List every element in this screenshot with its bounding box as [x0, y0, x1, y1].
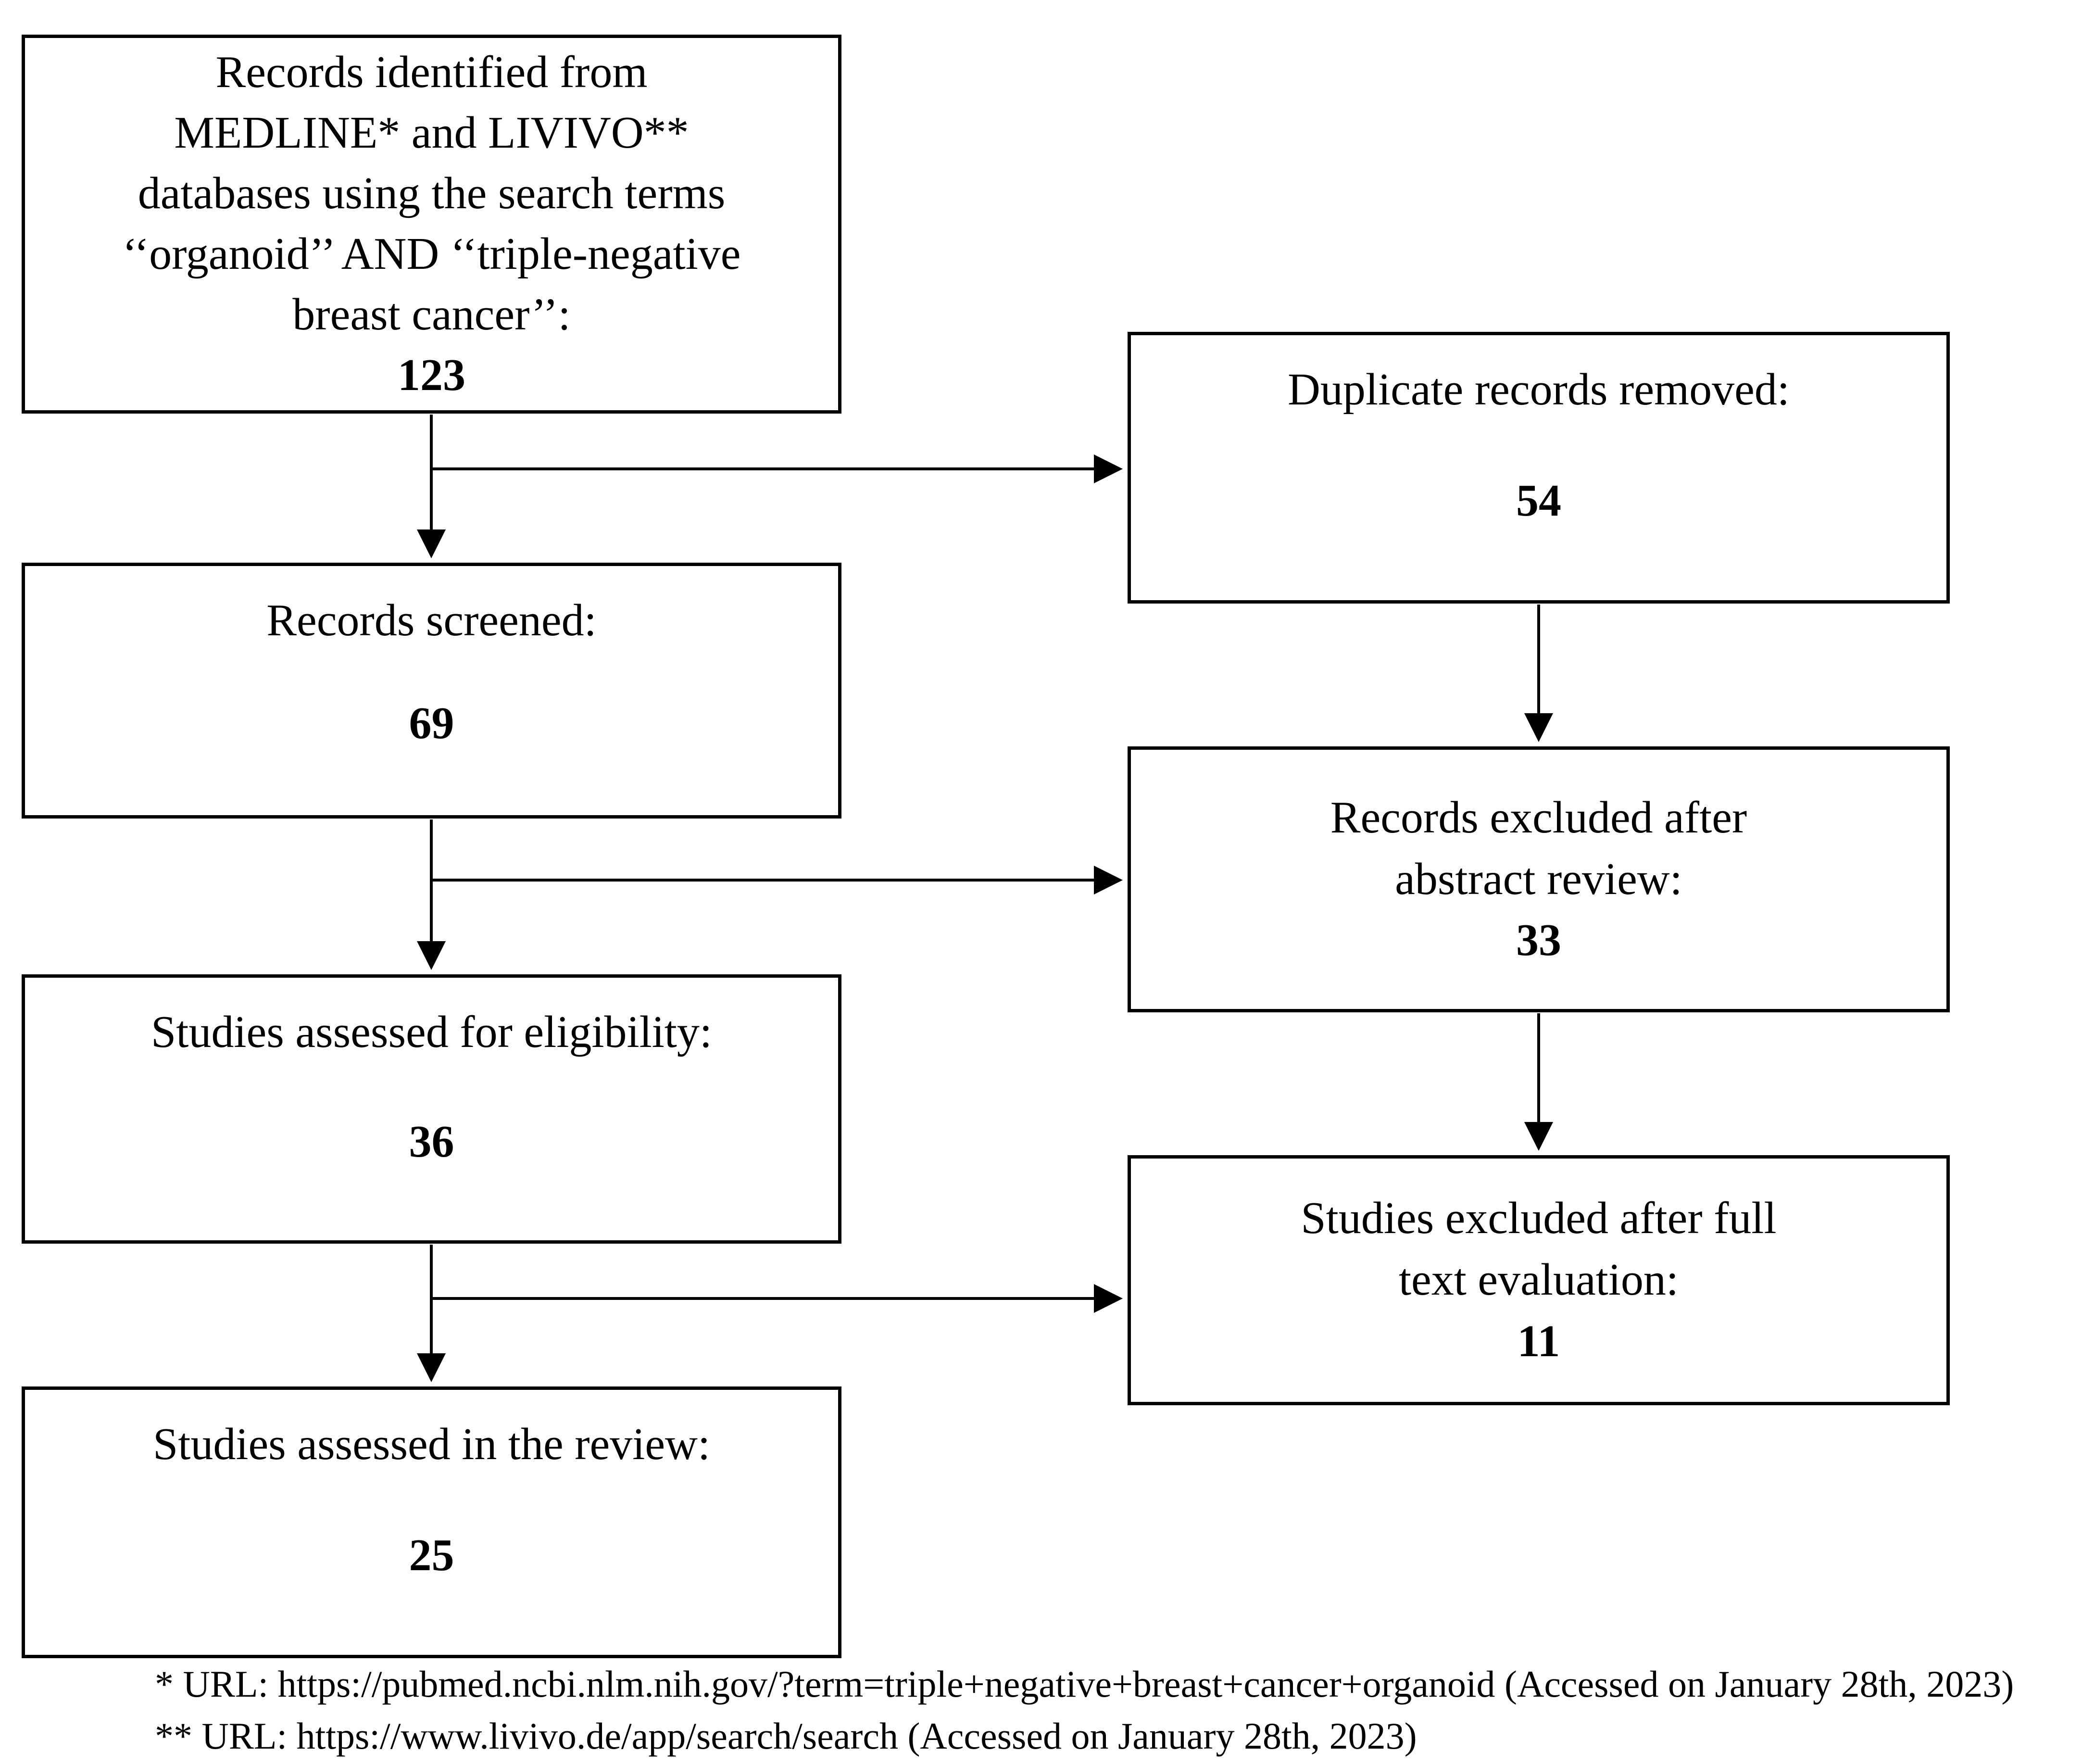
box-records-excluded-abstract: Records excluded after abstract review: …	[1128, 746, 1950, 1012]
box-count: 123	[398, 350, 465, 400]
box-count: 11	[1517, 1316, 1560, 1366]
box-count: 33	[1516, 915, 1561, 966]
box-label: Studies assessed in the review:	[152, 1419, 711, 1469]
box-count: 69	[409, 698, 454, 748]
box-count: 36	[409, 1117, 454, 1167]
box-count: 54	[1516, 475, 1561, 526]
box-studies-assessed-review: Studies assessed in the review: 25	[22, 1386, 841, 1658]
box-records-screened: Records screened: 69	[22, 563, 841, 819]
box-duplicate-records-removed: Duplicate records removed: 54	[1128, 332, 1950, 604]
box-label: Studies assessed for eligibility:	[151, 1007, 713, 1057]
box-label: Duplicate records removed:	[1287, 365, 1790, 415]
footnote-medline-url: * URL: https://pubmed.ncbi.nlm.nih.gov/?…	[155, 1663, 2014, 1705]
box-studies-assessed-eligibility: Studies assessed for eligibility: 36	[22, 974, 841, 1244]
box-records-identified: Records identified from MEDLINE* and LIV…	[22, 35, 841, 414]
box-studies-excluded-fulltext: Studies excluded after full text evaluat…	[1128, 1155, 1950, 1405]
box-label: Records screened:	[266, 595, 597, 645]
footnotes: * URL: https://pubmed.ncbi.nlm.nih.gov/?…	[155, 1658, 2093, 1762]
box-label: Records identified from MEDLINE* and LIV…	[122, 47, 741, 340]
box-label: Studies excluded after full text evaluat…	[1301, 1193, 1777, 1305]
box-label: Records excluded after abstract review:	[1330, 792, 1747, 904]
box-count: 25	[409, 1530, 454, 1580]
footnote-livivo-url: ** URL: https://www.livivo.de/app/search…	[155, 1714, 1417, 1757]
